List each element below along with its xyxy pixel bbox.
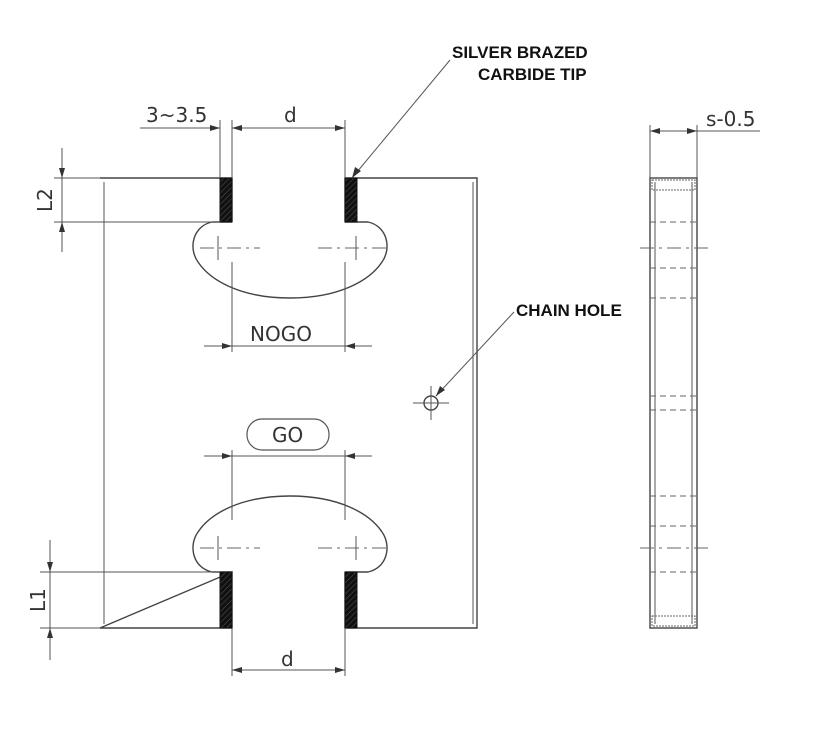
dim-label-d-bottom: d [281,647,294,671]
dim-label-thickness: s-0.5 [706,107,755,131]
dimension-l1: L1 [26,540,220,660]
dim-label-l2: L2 [33,188,57,212]
chain-hole [413,386,449,420]
carbide-tip-callout: SILVER BRAZED CARBIDE TIP [351,43,588,179]
go-label-group: GO [204,418,372,520]
dim-label-l1: L1 [26,588,50,612]
go-label-frame [246,418,330,451]
callout-tip-line1: SILVER BRAZED [452,43,588,62]
chain-hole-callout: CHAIN HOLE [435,301,622,397]
nogo-slot-outline [192,221,388,299]
go-slot-outline [192,495,388,573]
carbide-tip-top-left [219,177,233,223]
dimension-top-d: d [232,103,346,178]
dim-label-3-3.5: 3~3.5 [146,103,207,127]
dimension-top-width: 3~3.5 [140,103,233,178]
dimension-bottom-d: d [231,628,346,676]
carbide-tip-bottom-right [344,571,358,629]
gauge-plate-front-view [99,177,478,629]
callout-chain-hole: CHAIN HOLE [516,301,622,320]
dim-label-nogo: NOGO [250,322,312,346]
dimension-nogo: NOGO [204,262,372,352]
callout-tip-line2: CARBIDE TIP [478,65,587,84]
go-label: GO [272,423,303,447]
gauge-plate-side-view [640,177,708,629]
dim-label-d-top: d [284,103,297,127]
carbide-tip-bottom-left [219,571,233,629]
dimension-l2: L2 [33,148,220,252]
dimension-thickness: s-0.5 [649,107,760,178]
slot-center-marks [200,236,390,560]
carbide-tip-top-right [344,177,358,223]
